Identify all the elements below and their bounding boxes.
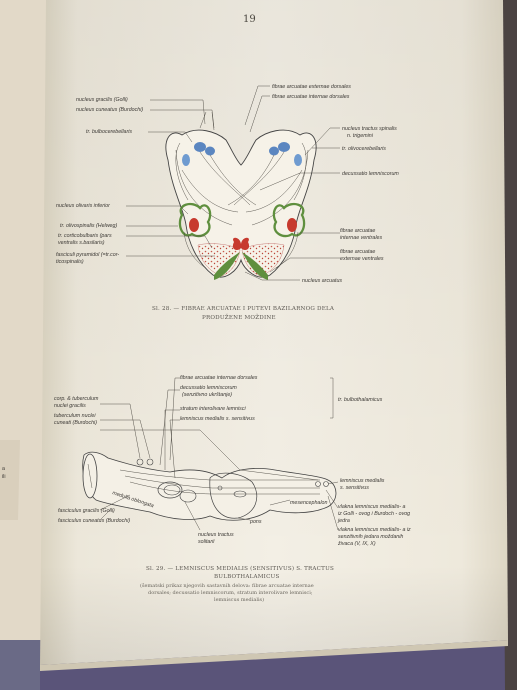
label-b-lemniscus-medialis: lemniscus medialis s. sensitivus (180, 416, 255, 422)
label-fibrae-ext-ventrales-2: externae ventrales (340, 256, 384, 262)
label-b-tuberculum-2: cuneati (Burdochi) (54, 420, 97, 426)
label-tr-corticobulbaris-1: tr. corticobulbaris (pars (58, 233, 112, 239)
label-b-vlakna-6: živaca (V, IX, X) (337, 541, 376, 547)
page-number: 19 (243, 14, 256, 25)
label-b-lemniscus-medialis-right-1: lemniscus medialis (340, 478, 385, 484)
nucleus-gracilis-left (194, 142, 206, 152)
label-tr-olivospinalis: tr. olivospinalis (Helweg) (60, 223, 117, 229)
label-fibrae-ext-dorsales: fibrae arcuatae externae dorsales (272, 84, 351, 90)
figure-29-caption-line-2: BULBOTHALAMICUS (214, 574, 280, 580)
label-nucleus-arcuatus: nucleus arcuatus (302, 278, 342, 284)
svg-text:a: a (2, 466, 5, 472)
label-b-lemniscus-medialis-right-2: s. sensitivus (340, 485, 369, 491)
label-b-fibrae-int-dorsales: fibrae arcuatae internae dorsales (180, 375, 258, 381)
label-fasciculi-pyramidal-2: ticospinalis) (56, 259, 84, 265)
book-cover-edge (0, 640, 48, 690)
figure-29-caption-line-5: lemniscus medialis) (214, 596, 264, 603)
label-b-fasciculus-gracilis: fasciculus gracilis (Golli) (58, 508, 115, 514)
label-nucleus-gracilis: nucleus gracilis (Golli) (76, 97, 128, 103)
figure-29-caption-line-3: (šematski prikaz njegovih sastavnih delo… (140, 582, 314, 589)
label-tr-olivocerebellaris: tr. olivocerebellaris (342, 146, 386, 152)
label-nucleus-olivaris-inferior: nucleus olivaris inferior (56, 203, 110, 209)
label-b-decussatio-1: decussatio lemniscorum (180, 385, 237, 391)
label-tr-bulbocerebellaris: tr. bulbocerebellaris (86, 129, 132, 135)
label-fibrae-int-dorsales: fibrae arcuatae internae dorsales (272, 94, 350, 100)
label-b-corp-1: corp. & tuberculum (54, 396, 99, 402)
label-tr-corticobulbaris-2: ventralis s.basilaris) (58, 240, 105, 246)
figure-28-caption-line-1: Sl. 28. — FIBRAE ARCUATAE I PUTEVI BAZIL… (152, 306, 335, 312)
label-b-mesencephalon: mesencephalon (290, 500, 327, 506)
label-b-corp-2: nuclei gracilis (54, 403, 86, 409)
label-b-stratum: stratum interolivare lemnisci (180, 406, 246, 412)
label-fasciculi-pyramidal-1: fasciculi pyramidol (=tr.cor- (56, 252, 119, 258)
label-b-nucleus-tractus-1: nucleus tractus (198, 532, 234, 538)
figure-28-caption-line-2: PRODUŽENE MOŽDINE (202, 313, 276, 321)
label-b-vlakna-3: jedra (337, 518, 350, 524)
label-b-fasciculus-cuneatus: fasciculus cuneatus (Burdochi) (58, 518, 130, 524)
label-b-vlakna-4: vlakna lemniscus medialis- a iz (338, 527, 411, 533)
label-fibrae-int-ventrales-1: fibrae arcuatae (340, 228, 375, 234)
svg-text:ili: ili (2, 474, 6, 480)
figure-29-caption-line-1: Sl. 29. — LEMNISCUS MEDIALIS (SENSITIVUS… (146, 565, 334, 572)
figure-29-caption-line-4: dorsales; decussatio lemniscorum, stratu… (148, 590, 313, 596)
label-b-nucleus-tractus-2: solitarii (198, 539, 215, 545)
label-fibrae-ext-ventrales-1: fibrae arcuatae (340, 249, 375, 255)
label-fibrae-int-ventrales-2: internae ventrales (340, 235, 382, 241)
label-b-pons: pons (249, 519, 262, 525)
label-b-tr-bulbothalamicus: tr. bulbothalamicus (338, 397, 383, 403)
figure-medulla-cross-section: nucleus gracilis (Golli) nucleus cuneatu… (56, 84, 399, 284)
label-b-tuberculum-1: tuberculum nuclei (54, 413, 96, 419)
label-decussatio-lemniscorum: decussatio lemniscorum (342, 171, 399, 177)
label-b-vlakna-2: iz Golli - ovog i Burdoch - ovog (338, 511, 410, 517)
label-nucleus-tractus-spinalis-2: n. trigemini (347, 133, 374, 139)
label-b-vlakna-5: senzitivnih jedara moždanih (338, 534, 403, 540)
label-b-vlakna-1: vlakna lemniscus medialis- a (338, 504, 405, 510)
label-b-decussatio-2: (senzitivno ukrštanje) (182, 392, 232, 398)
figure-lemniscus-medialis-schematic: fibrae arcuatae internae dorsales decuss… (54, 375, 411, 547)
label-nucleus-tractus-spinalis-1: nucleus tractus spinalis (342, 126, 397, 132)
label-nucleus-cuneatus: nucleus cuneatus (Burdochi) (76, 107, 143, 113)
